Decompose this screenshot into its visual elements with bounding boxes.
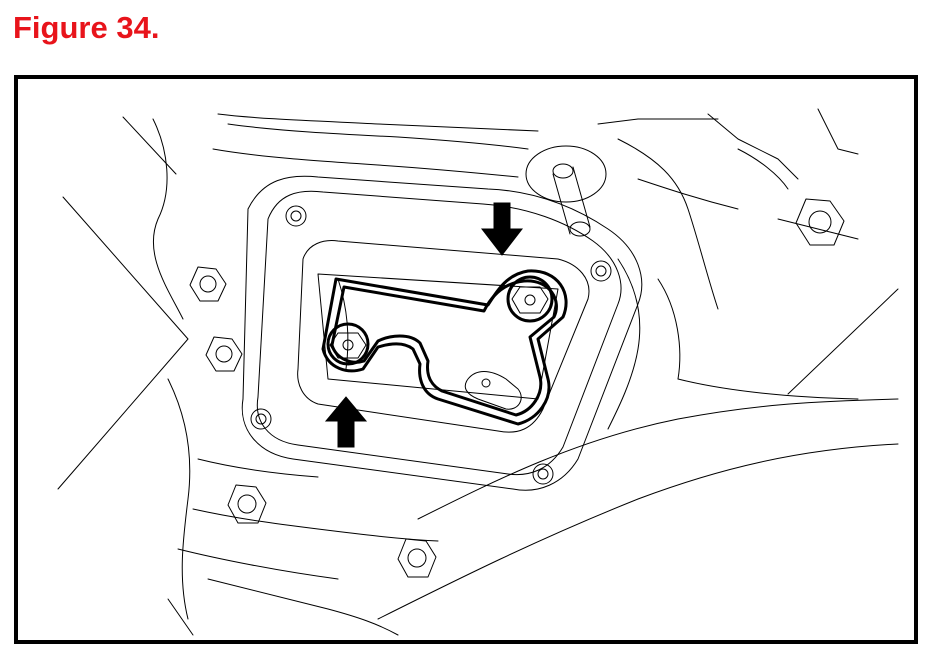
technical-illustration xyxy=(57,108,899,636)
bracket-bolts xyxy=(326,275,554,366)
bracket-bolt-heads xyxy=(329,286,549,359)
figure-frame xyxy=(14,75,918,644)
bracket-slot xyxy=(464,371,522,410)
bracket-plate xyxy=(321,269,568,426)
flange-bolt-holes xyxy=(250,205,612,485)
engine-housing-outline xyxy=(57,108,899,636)
arrow-up-icon xyxy=(324,396,368,448)
stud xyxy=(525,145,607,237)
arrow-down-icon xyxy=(480,202,524,256)
figure-title: Figure 34. xyxy=(13,10,160,45)
hex-bolts xyxy=(189,198,845,578)
